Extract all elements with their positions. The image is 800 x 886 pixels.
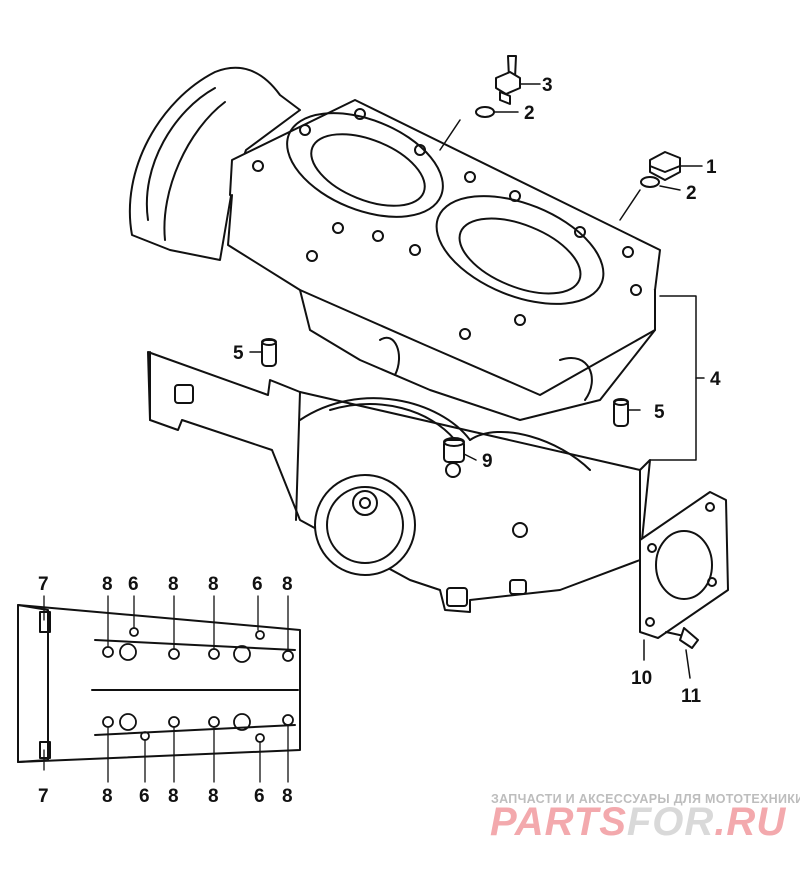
inset-callout-8-bottom-2: 8 [168,786,179,807]
inset-callout-8-bottom-1: 8 [102,786,113,807]
inset-callout-8-top-2: 8 [168,574,179,595]
callout-2-top: 2 [524,103,535,124]
callout-5-right: 5 [654,402,665,423]
callout-10: 10 [631,668,652,689]
part-5-dowel-right [613,398,629,427]
inset-callout-6-top-1: 6 [128,574,139,595]
part-2-washer-lower [640,176,660,188]
watermark-brand: PARTSFOR.RU [490,800,795,848]
part-11-screw [665,627,699,649]
watermark-brand-for: FOR [626,800,715,844]
callout-labels: 1 2 3 2 4 5 5 9 10 11 7 8 6 8 8 6 8 7 8 … [38,75,721,807]
inset-callout-6-bottom-2: 6 [254,786,265,807]
inset-callout-6-bottom-1: 6 [139,786,150,807]
part-9-bushing [443,437,465,463]
inset-callout-8-bottom-3: 8 [208,786,219,807]
part-1-bolt [649,151,681,181]
watermark-brand-ru: .RU [714,800,787,844]
inset-bolt-pattern [17,595,301,783]
lower-crankcase [147,351,651,613]
upper-crankcase [128,66,661,421]
watermark-tagline: ЗАПЧАСТИ И АКСЕССУАРЫ ДЛЯ МОТОТЕХНИКИ [491,792,800,806]
callout-4: 4 [710,369,721,390]
inset-callout-8-bottom-4: 8 [282,786,293,807]
inset-callout-8-top-1: 8 [102,574,113,595]
inset-callout-8-top-3: 8 [208,574,219,595]
part-3-plug [495,55,521,105]
callout-1: 1 [706,157,717,178]
watermark-brand-parts: PARTS [490,800,627,844]
leader-lines [249,83,705,679]
callout-2-right: 2 [686,183,697,204]
part-10-gasket [639,491,729,639]
inset-callout-7-bottom: 7 [38,786,49,807]
inset-callout-8-top-4: 8 [282,574,293,595]
inset-callout-6-top-2: 6 [252,574,263,595]
part-2-washer-upper [475,106,495,118]
inset-callout-7-top: 7 [38,574,49,595]
callout-5-left: 5 [233,343,244,364]
callout-9: 9 [482,451,493,472]
callout-11: 11 [681,686,702,707]
part-5-dowel-left [261,338,277,367]
callout-3: 3 [542,75,553,96]
